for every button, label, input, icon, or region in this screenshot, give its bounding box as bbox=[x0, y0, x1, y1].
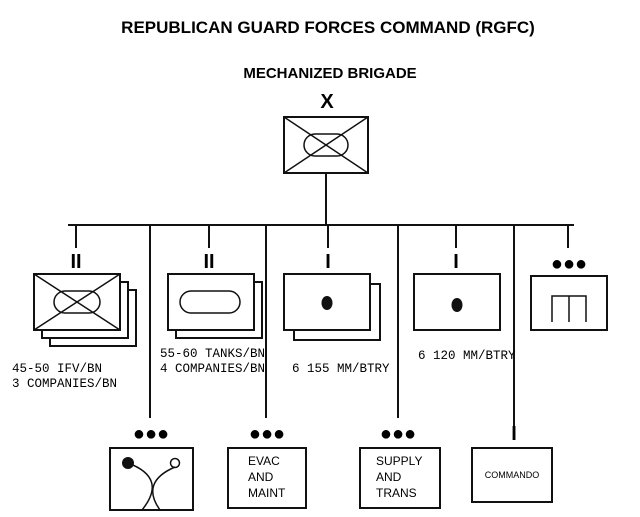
evac-maint-line-2: AND bbox=[248, 470, 274, 484]
mortar-echelon: I bbox=[453, 251, 459, 273]
artillery-battery-symbol bbox=[283, 273, 381, 341]
armor-battalion-symbol bbox=[167, 273, 263, 339]
armor-caption: 55-60 TANKS/BN 4 COMPANIES/BN bbox=[160, 347, 273, 376]
mortar-caption: 6 120 MM/BTRY bbox=[418, 349, 516, 363]
evac-maint-line-3: MAINT bbox=[248, 486, 286, 500]
supply-trans-company-box: SUPPLY AND TRANS bbox=[359, 447, 441, 509]
artillery-echelon: I bbox=[325, 251, 331, 273]
evac-maint-echelon: ●●● bbox=[249, 423, 285, 445]
evac-maint-label: EVAC AND MAINT bbox=[248, 454, 286, 500]
commando-platoon-box: COMMANDO bbox=[471, 447, 553, 503]
chart-title: REPUBLICAN GUARD FORCES COMMAND (RGFC) bbox=[121, 18, 535, 37]
commando-label: COMMANDO bbox=[485, 470, 540, 480]
mech-infantry-caption-line-2: 3 COMPANIES/BN bbox=[12, 377, 117, 391]
supply-trans-line-1: SUPPLY bbox=[376, 454, 422, 468]
mech-infantry-echelon: II bbox=[70, 251, 81, 273]
engineer-company-symbol bbox=[530, 275, 608, 331]
commando-echelon: I bbox=[511, 423, 517, 445]
mech-infantry-caption: 45-50 IFV/BN 3 COMPANIES/BN bbox=[12, 362, 117, 391]
armor-caption-line-2: 4 COMPANIES/BN bbox=[160, 362, 265, 376]
supply-trans-line-2: AND bbox=[376, 470, 402, 484]
signal-company-symbol bbox=[109, 447, 194, 511]
mortar-battery-symbol bbox=[413, 273, 501, 331]
hierarchy-connectors bbox=[68, 173, 574, 432]
mech-infantry-caption-line-1: 45-50 IFV/BN bbox=[12, 362, 102, 376]
artillery-caption: 6 155 MM/BTRY bbox=[292, 362, 390, 376]
brigade-hq-symbol bbox=[283, 116, 369, 174]
brigade-echelon-marker: X bbox=[320, 91, 334, 113]
mech-infantry-battalion-symbol bbox=[33, 273, 137, 347]
supply-trans-label: SUPPLY AND TRANS bbox=[376, 454, 426, 500]
evac-maint-company-box: EVAC AND MAINT bbox=[227, 447, 307, 509]
chart-subtitle: MECHANIZED BRIGADE bbox=[243, 65, 416, 82]
supply-trans-line-3: TRANS bbox=[376, 486, 417, 500]
signal-echelon: ●●● bbox=[133, 423, 169, 445]
supply-trans-echelon: ●●● bbox=[380, 423, 416, 445]
engineer-echelon: ●●● bbox=[551, 253, 587, 275]
evac-maint-line-1: EVAC bbox=[248, 454, 280, 468]
armor-caption-line-1: 55-60 TANKS/BN bbox=[160, 347, 265, 361]
armor-echelon: II bbox=[203, 251, 214, 273]
